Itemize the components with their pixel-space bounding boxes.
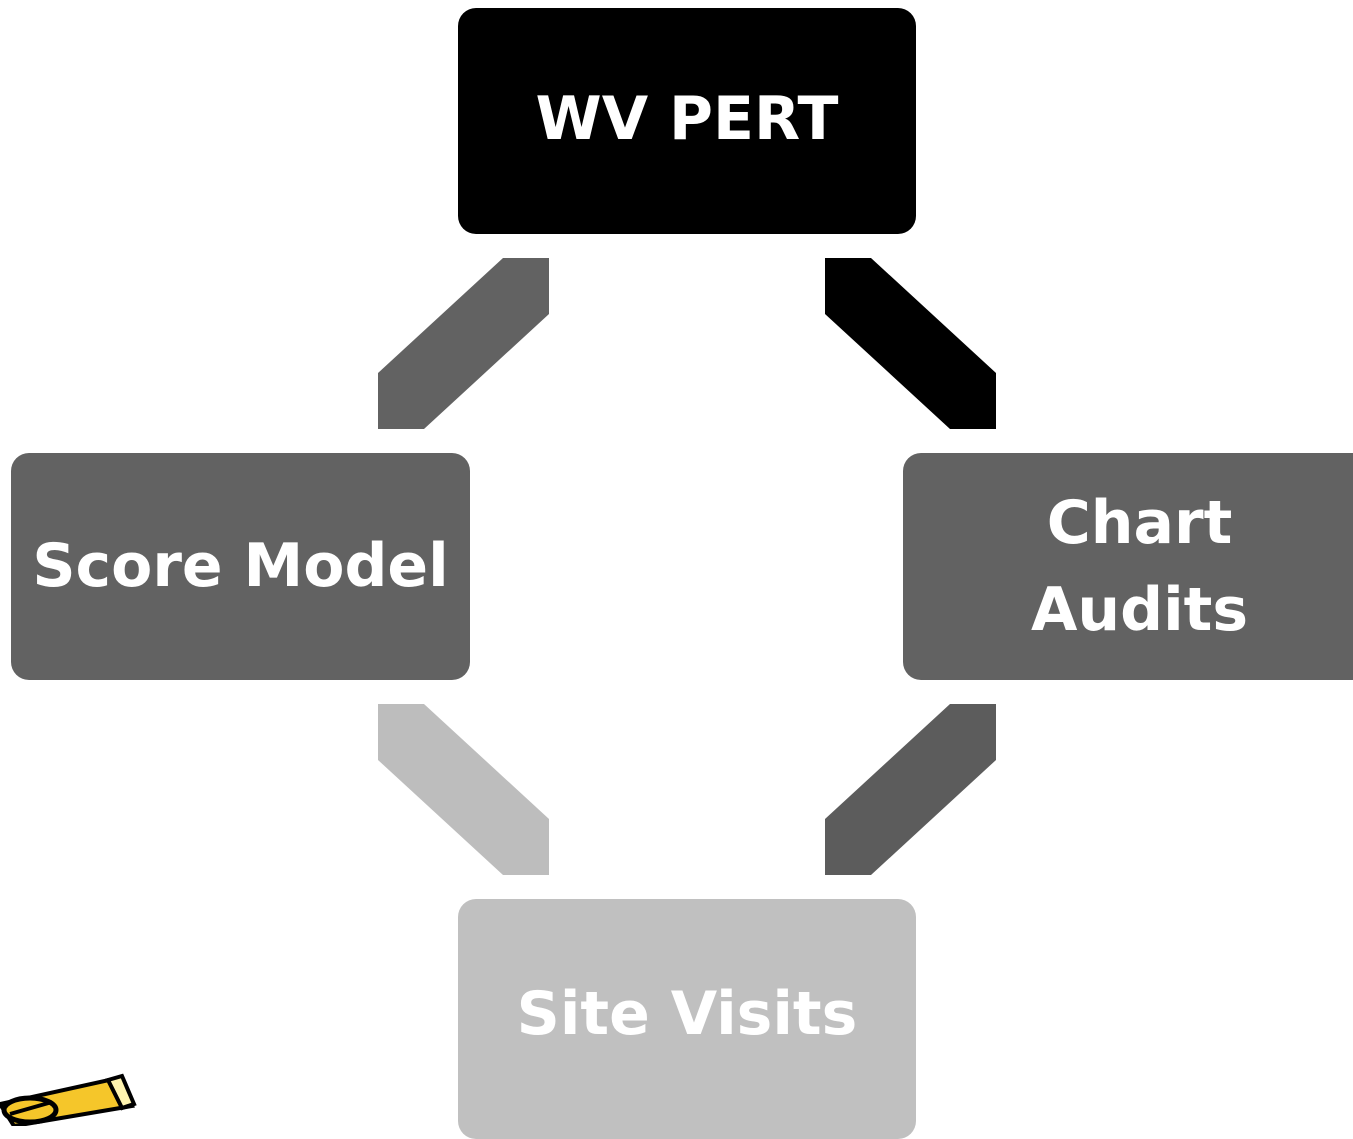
node-chart-audits: Chart Audits [903,453,1353,680]
connector-top-left [378,258,549,429]
connector-top-right [825,258,996,429]
node-wv-pert: WV PERT [458,8,916,234]
node-site-visits: Site Visits [458,899,916,1139]
node-score-model-label: Score Model [32,531,449,601]
pencil-icon [0,1073,137,1126]
node-chart-audits-label: Chart Audits [1031,487,1249,645]
node-site-visits-label: Site Visits [516,978,858,1049]
node-wv-pert-label: WV PERT [535,83,839,154]
node-score-model: Score Model [11,453,470,680]
connector-left-bottom [378,704,549,875]
connector-right-bottom [825,704,996,875]
